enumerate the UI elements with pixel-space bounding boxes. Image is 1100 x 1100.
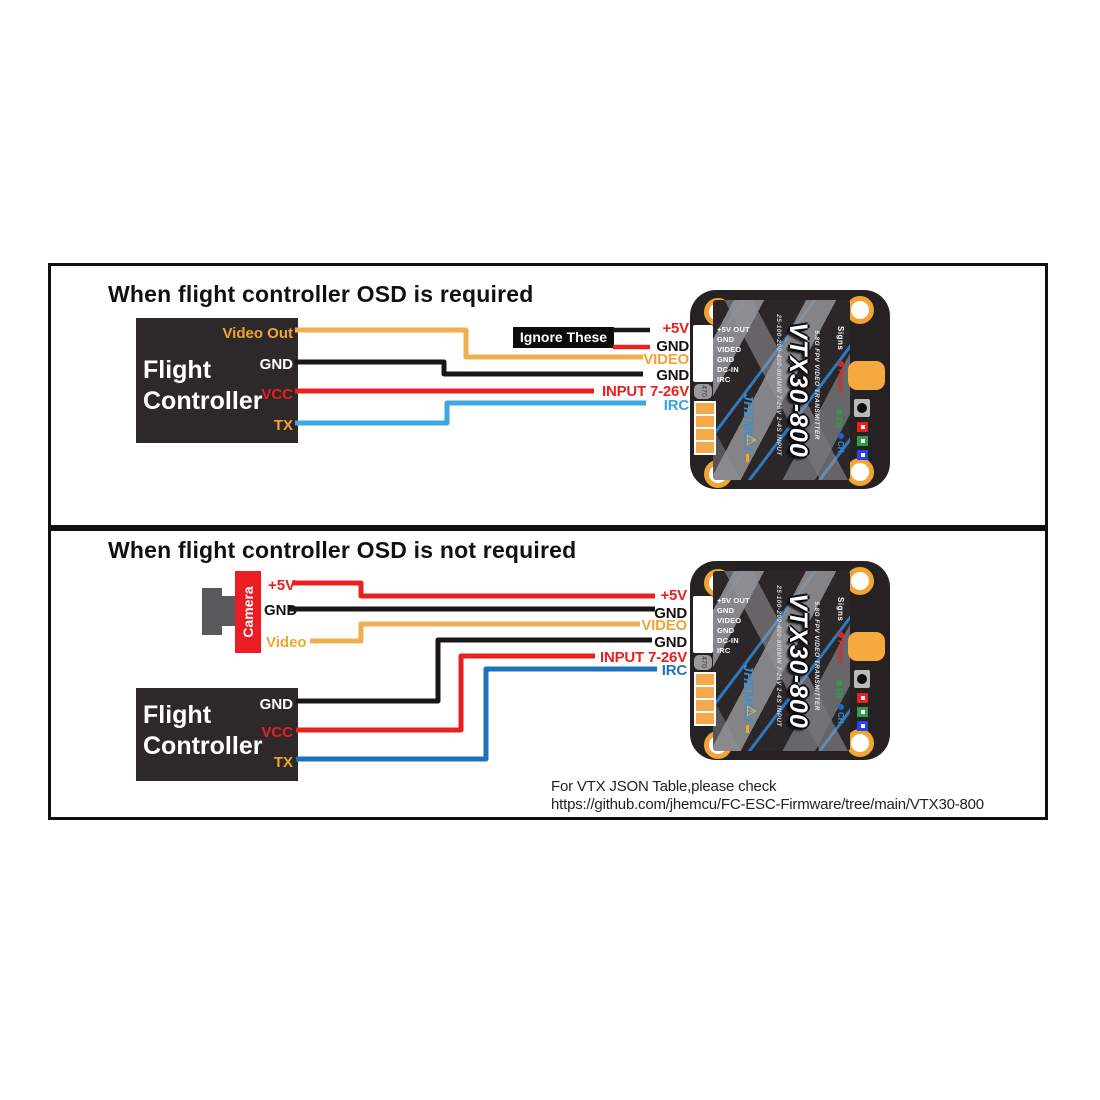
warning-triangle-icon: ⚠ bbox=[743, 434, 759, 446]
flight-controller-label: Flight Controller bbox=[143, 701, 263, 760]
brand-logo: JHEMCU bbox=[740, 659, 756, 739]
panel-osd-not-required: When flight controller OSD is not requir… bbox=[48, 528, 1048, 820]
vtx-label-input: INPUT 7-26V bbox=[602, 383, 689, 400]
solder-pad-strip bbox=[693, 325, 713, 382]
fc-pin-video-out: Video Out bbox=[222, 325, 293, 342]
camera-pin-5v: +5V bbox=[268, 577, 296, 594]
fc-pin-tx: TX bbox=[273, 417, 293, 434]
led-ch bbox=[857, 450, 868, 460]
solder-pad bbox=[694, 440, 716, 455]
fr-dot-icon bbox=[836, 409, 842, 415]
panel1-title: When flight controller OSD is required bbox=[108, 281, 534, 307]
camera-body: Camera bbox=[235, 571, 261, 653]
panel-osd-required: When flight controller OSD is required F… bbox=[48, 263, 1048, 528]
vtx-model-label: VTX30-800 bbox=[784, 322, 812, 458]
indicator-fr: FR bbox=[833, 409, 843, 435]
footer-note: For VTX JSON Table,please check bbox=[551, 778, 777, 795]
solder-pad-strip bbox=[693, 596, 713, 653]
camera-pin-video: Video bbox=[266, 634, 307, 651]
vtx-label-gnd2: GND bbox=[656, 367, 689, 384]
camera-pin-gnd: GND bbox=[264, 602, 298, 619]
capacitor-470: 470 bbox=[694, 384, 712, 399]
flight-controller-label: Flight Controller bbox=[143, 356, 263, 415]
pcb-pad-labels: +5V OUT GND VIDEO GND DC-IN IRC bbox=[717, 596, 750, 655]
camera-lens-barrel bbox=[202, 588, 222, 635]
channel-button bbox=[854, 670, 870, 688]
indicator-fr: FR bbox=[833, 680, 843, 706]
power-dot-icon bbox=[838, 632, 844, 638]
vtx-label-5v: +5V bbox=[660, 587, 687, 604]
vtx-label-video: VIDEO bbox=[641, 617, 687, 634]
indicator-ch: CH bbox=[835, 433, 845, 459]
vtx-label-irc: IRC bbox=[663, 397, 689, 414]
power-dot-icon bbox=[838, 361, 844, 367]
vtx-subtitle: 5.8G FPV VIDEO TRANSMITTER bbox=[813, 330, 820, 440]
flight-controller-box: Flight Controller GND VCC TX bbox=[136, 688, 298, 781]
vtx-label-gnd2: GND bbox=[654, 634, 687, 651]
vtx-board: +5V OUT GND VIDEO GND DC-IN IRC VTX30-80… bbox=[690, 290, 890, 489]
fc-pin-vcc: VCC bbox=[261, 724, 293, 741]
vtx-spec-text: 25-100-200-400-800MW 7-26V 2-4S INPUT bbox=[775, 585, 782, 727]
capacitor-470: 470 bbox=[694, 655, 712, 670]
vtx-label-gnd1: GND bbox=[654, 605, 687, 622]
vtx-label-5v: +5V bbox=[662, 320, 689, 337]
indicator-ch: CH bbox=[835, 704, 845, 730]
antenna-connector bbox=[848, 361, 885, 390]
solder-pad bbox=[694, 711, 716, 726]
panel2-title: When flight controller OSD is not requir… bbox=[108, 537, 577, 563]
button-dot-icon bbox=[857, 674, 867, 684]
ch-dot-icon bbox=[838, 704, 844, 710]
fc-pin-gnd: GND bbox=[259, 356, 293, 373]
mounting-hole bbox=[846, 567, 874, 595]
flight-controller-box: Flight Controller Video Out GND VCC TX bbox=[136, 318, 298, 443]
led-ch bbox=[857, 721, 868, 731]
vtx-spec-text: 25-100-200-400-800MW 7-26V 2-4S INPUT bbox=[775, 314, 782, 456]
led-fr bbox=[857, 436, 868, 446]
pcb-face: +5V OUT GND VIDEO GND DC-IN IRC VTX30-80… bbox=[713, 300, 850, 480]
footer-url: https://github.com/jhemcu/FC-ESC-Firmwar… bbox=[551, 796, 984, 813]
indicator-power: Power bbox=[835, 361, 845, 411]
pcb-pad-labels: +5V OUT GND VIDEO GND DC-IN IRC bbox=[717, 325, 750, 384]
button-dot-icon bbox=[857, 403, 867, 413]
led-fr bbox=[857, 707, 868, 717]
led-power bbox=[857, 693, 868, 703]
indicator-power: Power bbox=[835, 632, 845, 682]
vtx-label-video: VIDEO bbox=[643, 351, 689, 368]
mounting-hole bbox=[846, 458, 874, 486]
fc-pin-tx: TX bbox=[273, 754, 293, 771]
fc-pin-vcc: VCC bbox=[261, 386, 293, 403]
signs-label: Signs bbox=[836, 326, 845, 351]
fc-pin-gnd: GND bbox=[259, 696, 293, 713]
signs-label: Signs bbox=[836, 597, 845, 622]
pcb-face: +5V OUT GND VIDEO GND DC-IN IRC VTX30-80… bbox=[713, 571, 850, 751]
brand-dash bbox=[745, 725, 749, 734]
vtx-label-gnd1: GND bbox=[656, 338, 689, 355]
vtx-subtitle: 5.8G FPV VIDEO TRANSMITTER bbox=[813, 601, 820, 711]
vtx-board: +5V OUT GND VIDEO GND DC-IN IRC VTX30-80… bbox=[690, 561, 890, 760]
warning-triangle-icon: ⚠ bbox=[743, 705, 759, 717]
channel-button bbox=[854, 399, 870, 417]
mounting-hole bbox=[846, 729, 874, 757]
mounting-hole bbox=[846, 296, 874, 324]
camera-lens-neck bbox=[221, 596, 236, 626]
camera-label: Camera bbox=[240, 586, 256, 638]
brand-logo: JHEMCU bbox=[740, 388, 756, 468]
antenna-connector bbox=[848, 632, 885, 661]
brand-dash bbox=[745, 454, 749, 463]
vtx-model-label: VTX30-800 bbox=[784, 593, 812, 729]
vtx-label-irc: IRC bbox=[661, 662, 687, 679]
fr-dot-icon bbox=[836, 680, 842, 686]
ch-dot-icon bbox=[838, 433, 844, 439]
led-power bbox=[857, 422, 868, 432]
